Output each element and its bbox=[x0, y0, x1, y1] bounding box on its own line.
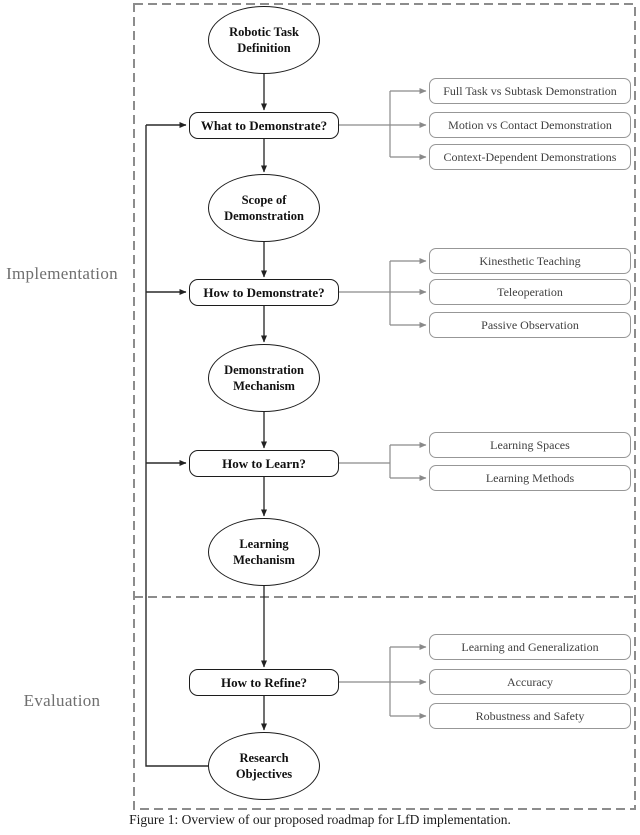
node-how-to-demonstrate: How to Demonstrate? bbox=[189, 279, 339, 306]
branch-full-vs-subtask: Full Task vs Subtask Demonstration bbox=[429, 78, 631, 104]
node-label: Learning Mechanism bbox=[233, 536, 295, 567]
branch-accuracy: Accuracy bbox=[429, 669, 631, 695]
section-label-evaluation: Evaluation bbox=[23, 691, 101, 710]
branch-wires bbox=[339, 88, 427, 719]
node-how-to-learn: How to Learn? bbox=[189, 450, 339, 477]
branch-motion-vs-contact: Motion vs Contact Demonstration bbox=[429, 112, 631, 138]
branch-kinesthetic-teaching: Kinesthetic Teaching bbox=[429, 248, 631, 274]
node-learning-mechanism: Learning Mechanism bbox=[208, 518, 320, 586]
node-scope-of-demonstration: Scope of Demonstration bbox=[208, 174, 320, 242]
feedback-loop bbox=[145, 122, 208, 767]
branch-context-dependent: Context-Dependent Demonstrations bbox=[429, 144, 631, 170]
node-how-to-refine: How to Refine? bbox=[189, 669, 339, 696]
node-robotic-task-definition: Robotic Task Definition bbox=[208, 6, 320, 74]
node-label: Research Objectives bbox=[235, 750, 293, 781]
branch-learning-generalization: Learning and Generalization bbox=[429, 634, 631, 660]
figure-caption: Figure 1: Overview of our proposed roadm… bbox=[129, 812, 511, 827]
node-label: Scope of Demonstration bbox=[224, 192, 304, 223]
figure-border bbox=[133, 3, 636, 810]
branch-learning-methods: Learning Methods bbox=[429, 465, 631, 491]
branch-robustness-safety: Robustness and Safety bbox=[429, 703, 631, 729]
dashed-frame bbox=[133, 3, 636, 810]
branch-learning-spaces: Learning Spaces bbox=[429, 432, 631, 458]
section-label-implementation: Implementation bbox=[6, 264, 118, 283]
feedback-line bbox=[145, 125, 208, 767]
node-research-objectives: Research Objectives bbox=[208, 732, 320, 800]
node-demonstration-mechanism: Demonstration Mechanism bbox=[208, 344, 320, 412]
node-what-to-demonstrate: What to Demonstrate? bbox=[189, 112, 339, 139]
node-label: Demonstration Mechanism bbox=[224, 362, 304, 393]
branch-passive-observation: Passive Observation bbox=[429, 312, 631, 338]
node-label: Robotic Task Definition bbox=[229, 24, 299, 55]
branch-teleoperation: Teleoperation bbox=[429, 279, 631, 305]
